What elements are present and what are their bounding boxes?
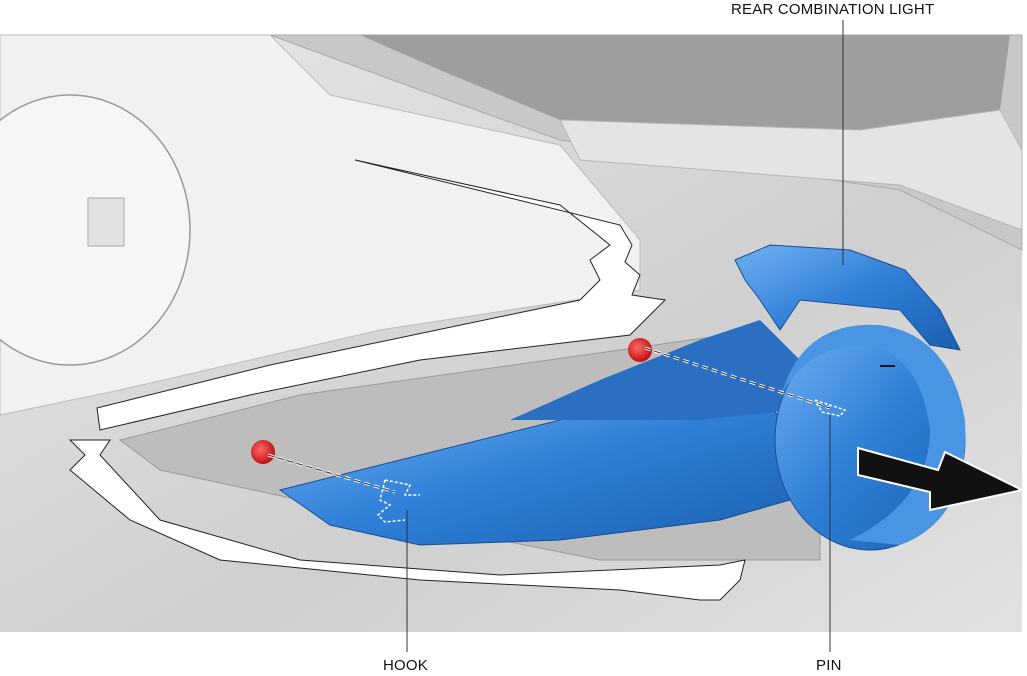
label-rear-combination-light: REAR COMBINATION LIGHT [731,1,935,18]
cutaway-panel-lower [68,439,746,601]
guide-line-pin-dark [644,347,831,409]
trunk-opening [360,35,1010,130]
removal-arrow [857,446,1026,512]
label-hook: HOOK [383,657,428,674]
cutaway-panel-upper [96,159,667,431]
hook-outline [376,479,420,523]
pin-outline [814,399,847,417]
fuel-lid-tab [87,197,125,247]
frame-ledge [559,109,1023,231]
lamp-upper-body [510,320,800,420]
lamp-bracket [734,244,961,351]
guide-line-hook-dark [267,454,396,493]
label-pin: PIN [816,657,842,674]
clip-lower [251,440,275,464]
clip-upper [628,338,652,362]
